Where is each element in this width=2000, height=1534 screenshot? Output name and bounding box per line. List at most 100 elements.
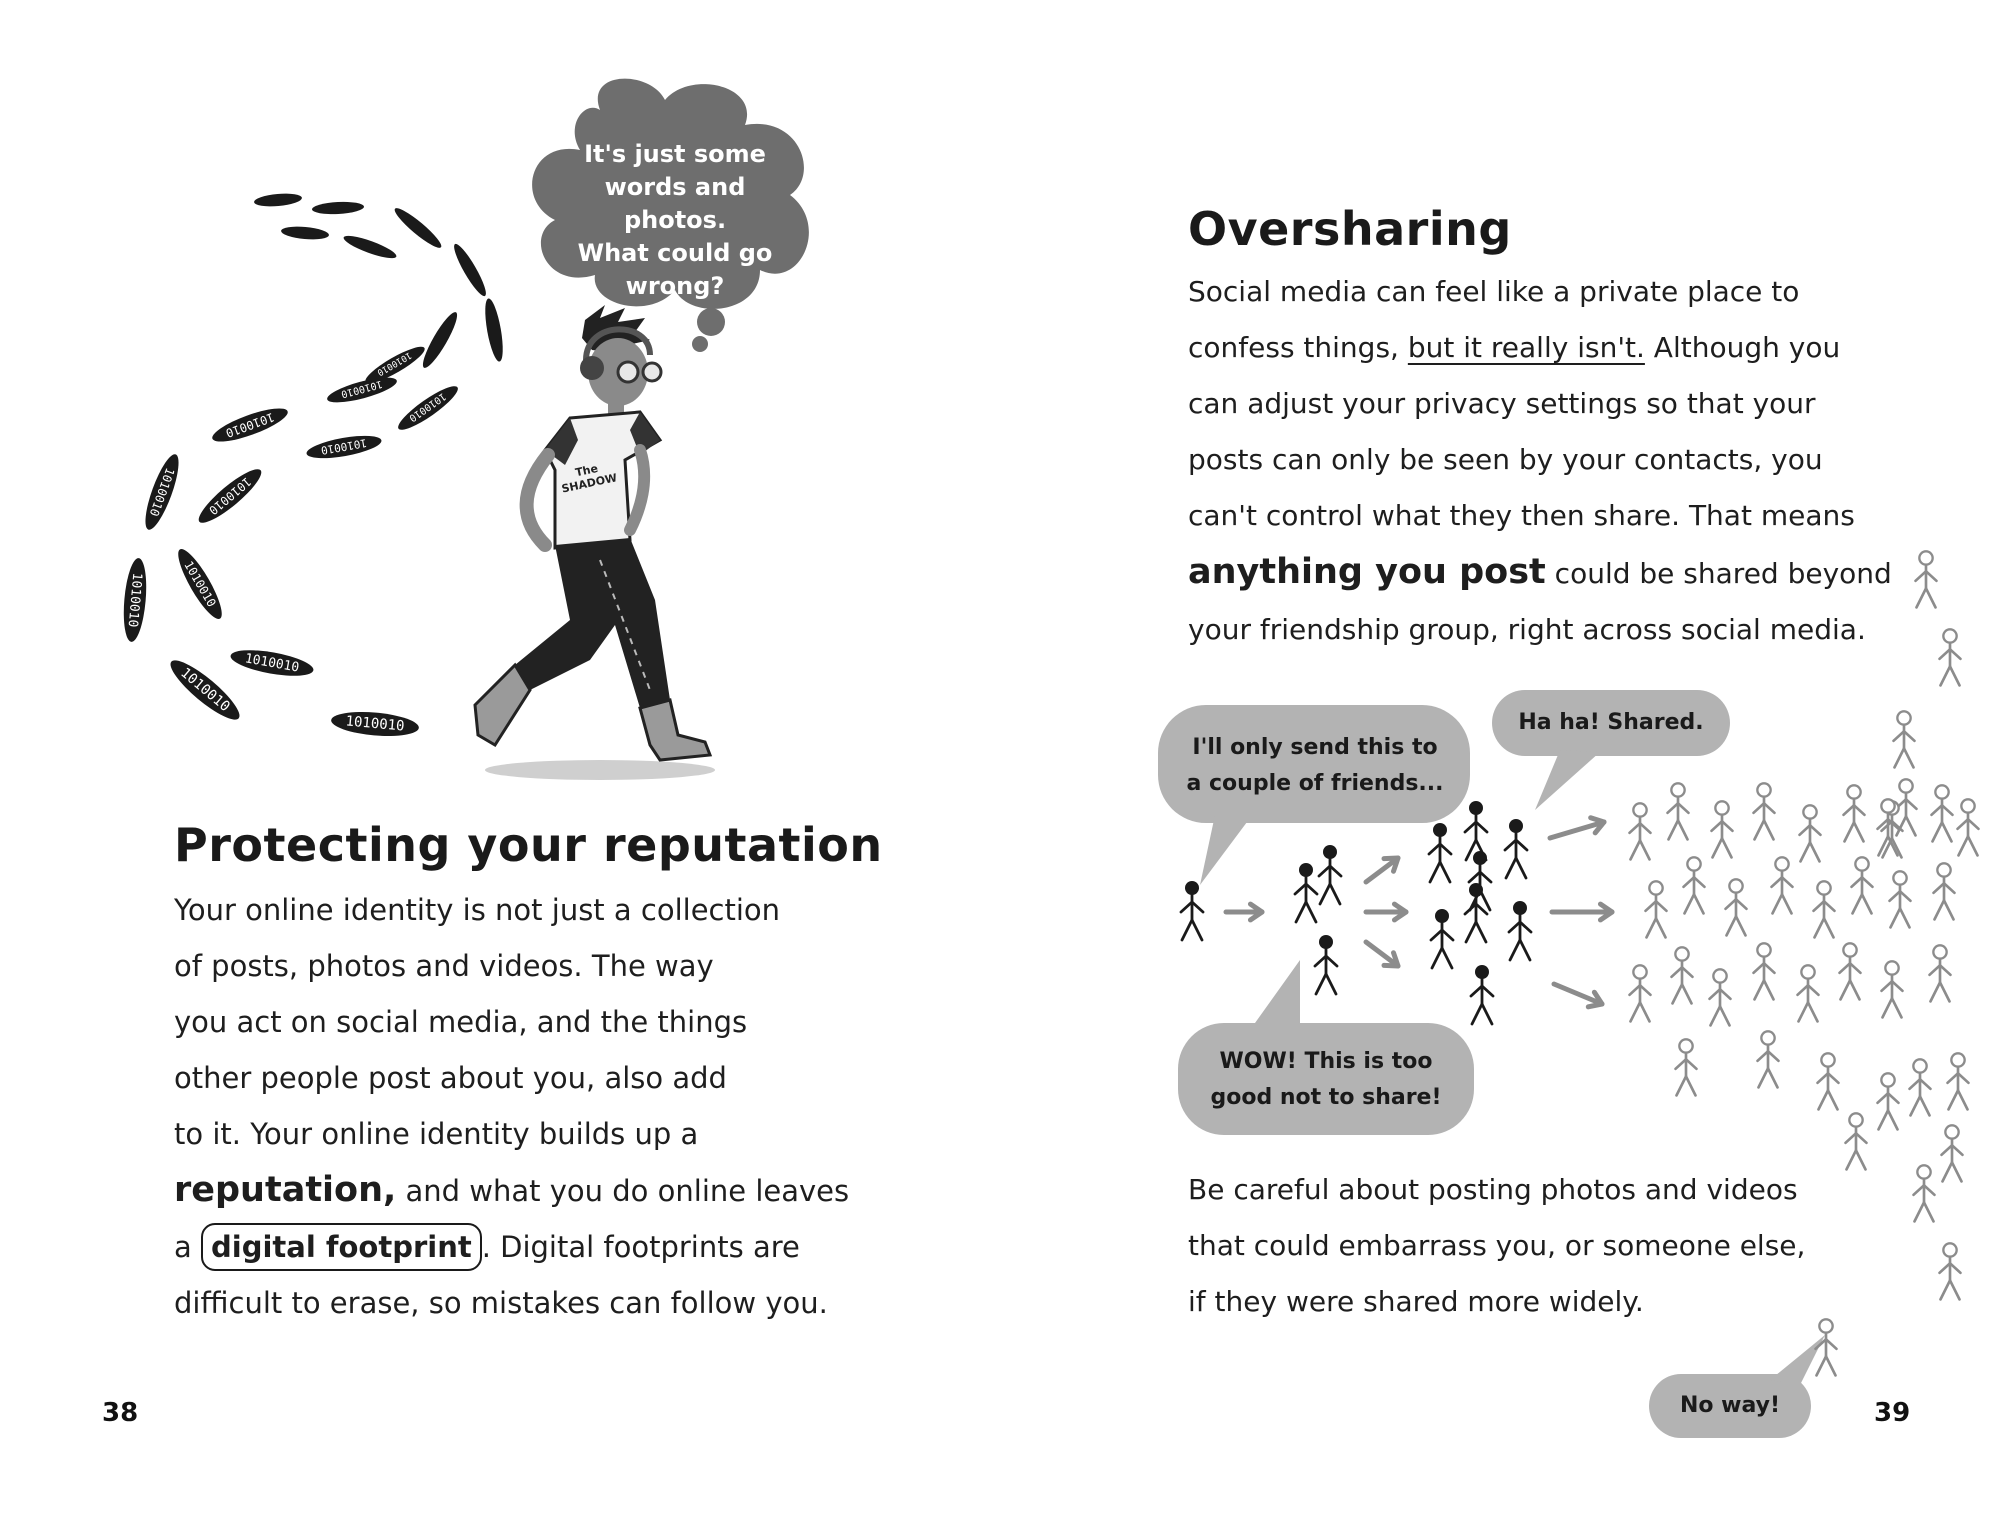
stick-figure <box>1940 1124 1964 1183</box>
illustration-layer: 1010010 1010010 1010010 1010010 1010010 10100… <box>123 78 809 780</box>
footprint <box>394 208 442 248</box>
arrow <box>1551 981 1605 1010</box>
footprint: 1010010 <box>398 386 458 430</box>
paragraph-line: anything you post could be shared beyond <box>1188 544 1978 602</box>
bubble-line: I'll only send this to <box>1192 735 1438 760</box>
stick-figure <box>1838 942 1862 1001</box>
thought-line-2: words and photos. <box>604 173 746 234</box>
stick-figure <box>1880 960 1904 1019</box>
stick-figure <box>1752 942 1776 1001</box>
footprints-trail: 1010010 1010010 1010010 1010010 1010010 10100… <box>123 193 503 736</box>
footprint: 1010010 <box>230 650 314 676</box>
stick-figure <box>1914 550 1938 609</box>
stick-figure <box>1876 798 1900 857</box>
stick-figure <box>1644 880 1668 939</box>
bubble-line: a couple of friends... <box>1186 771 1444 796</box>
term-reputation: reputation, <box>174 1170 397 1210</box>
footprint <box>454 243 486 297</box>
paragraph-line: Social media can feel like a private pla… <box>1188 275 1800 308</box>
bubble-line: good not to share! <box>1210 1085 1442 1110</box>
paragraph-line: if they were shared more widely. <box>1188 1285 1644 1318</box>
stick-figure <box>1503 819 1529 880</box>
stick-figure <box>1467 851 1493 912</box>
stick-figure <box>1938 628 1962 687</box>
footprint: 1010010 <box>331 712 419 736</box>
stick-figure <box>1670 946 1694 1005</box>
share-arrows <box>1223 815 1615 1010</box>
stick-figure <box>1812 880 1836 939</box>
paragraph-line: Your online identity is not just a colle… <box>174 893 781 927</box>
stick-figure <box>1427 823 1453 884</box>
footprint: 1010010 <box>306 435 382 459</box>
paragraph-line: posts can only be seen by your contacts,… <box>1188 443 1823 476</box>
bubble-line: WOW! This is too <box>1219 1049 1433 1074</box>
thought-line-1: It's just some <box>584 140 766 168</box>
paragraph-span: could be shared beyond <box>1545 557 1892 590</box>
stick-figure <box>1317 845 1343 906</box>
heading-oversharing: Oversharing <box>1188 202 1512 256</box>
oversharing-paragraph: Social media can feel like a private pla… <box>1188 264 1978 658</box>
stick-figure <box>1876 1072 1900 1131</box>
stick-figure <box>1429 909 1455 970</box>
stick-figure <box>1956 798 1980 857</box>
bubble-shared-shape <box>1492 690 1730 810</box>
bubble-noway-text: No way! <box>1679 1393 1781 1418</box>
page-number-left: 38 <box>102 1398 139 1428</box>
paragraph-span: a <box>174 1230 201 1264</box>
arrow <box>1549 901 1615 923</box>
arrow <box>1223 901 1265 923</box>
stick-figure <box>1930 784 1954 843</box>
footprint <box>312 201 364 215</box>
footprint <box>254 193 302 207</box>
arrow <box>1363 939 1401 969</box>
paragraph-line: Be careful about posting photos and vide… <box>1188 1173 1798 1206</box>
stick-figure <box>1463 883 1489 944</box>
stick-figure <box>1752 782 1776 841</box>
bubble-wow-shape <box>1178 960 1474 1135</box>
stick-figure <box>1892 710 1916 769</box>
left-page: 1010010 1010010 1010010 1010010 1010010 10100… <box>102 78 954 1428</box>
thought-bubble-text: It's just some words and photos. What co… <box>575 138 775 303</box>
footprint-code: 1010010 <box>147 466 177 518</box>
term-anything-you-post: anything you post <box>1188 552 1546 592</box>
bubble-shared-text: Ha ha! Shared. <box>1518 710 1704 735</box>
footprint <box>281 226 329 240</box>
stick-figure <box>1842 784 1866 843</box>
stick-figure <box>1796 964 1820 1023</box>
paragraph-line: confess things, but it really isn't. Alt… <box>1188 320 1978 376</box>
arrow <box>1363 855 1401 885</box>
stick-figure <box>1708 968 1732 1027</box>
stick-figure <box>1888 870 1912 929</box>
stick-figure <box>1912 1164 1936 1223</box>
footprint-code: 1010010 <box>224 410 276 440</box>
stick-figure <box>1507 901 1533 962</box>
footprint-code: 1010010 <box>345 713 405 734</box>
paragraph-span: . Digital footprints are <box>481 1230 800 1264</box>
stick-figure <box>1770 856 1794 915</box>
stick-figure <box>1932 862 1956 921</box>
page-number-right: 39 <box>1874 1398 1911 1428</box>
footprint: 1010010 <box>212 408 288 442</box>
arrow <box>1547 815 1607 841</box>
stick-figure <box>1798 804 1822 863</box>
bubble-send-text: I'll only send this to a couple of frien… <box>1160 730 1470 802</box>
footprint: 1010010 <box>178 549 222 619</box>
paragraph-line: difficult to erase, so mistakes can foll… <box>174 1286 828 1320</box>
stick-figure <box>1946 1052 1970 1111</box>
paragraph-span: Although you <box>1644 331 1841 364</box>
bubble-wow-text: WOW! This is too good not to share! <box>1178 1044 1474 1116</box>
paragraph-line: a digital footprint. Digital footprints … <box>174 1219 954 1275</box>
paragraph-line: that could embarrass you, or someone els… <box>1188 1229 1806 1262</box>
paragraph-span: and what you do online leaves <box>396 1174 850 1208</box>
paragraph-line: other people post about you, also add <box>174 1061 727 1095</box>
stick-figure <box>1928 944 1952 1003</box>
stick-figure <box>1469 965 1495 1026</box>
stick-figure <box>1850 856 1874 915</box>
stick-figure <box>1674 1038 1698 1097</box>
bubble-noway-shape <box>1649 1335 1825 1438</box>
footprint <box>485 298 503 362</box>
stick-figure <box>1724 878 1748 937</box>
stick-figure <box>1844 1112 1868 1171</box>
thought-line-4: wrong? <box>625 272 725 300</box>
right-page: Oversharing Social media can feel like a… <box>1000 0 2000 1534</box>
